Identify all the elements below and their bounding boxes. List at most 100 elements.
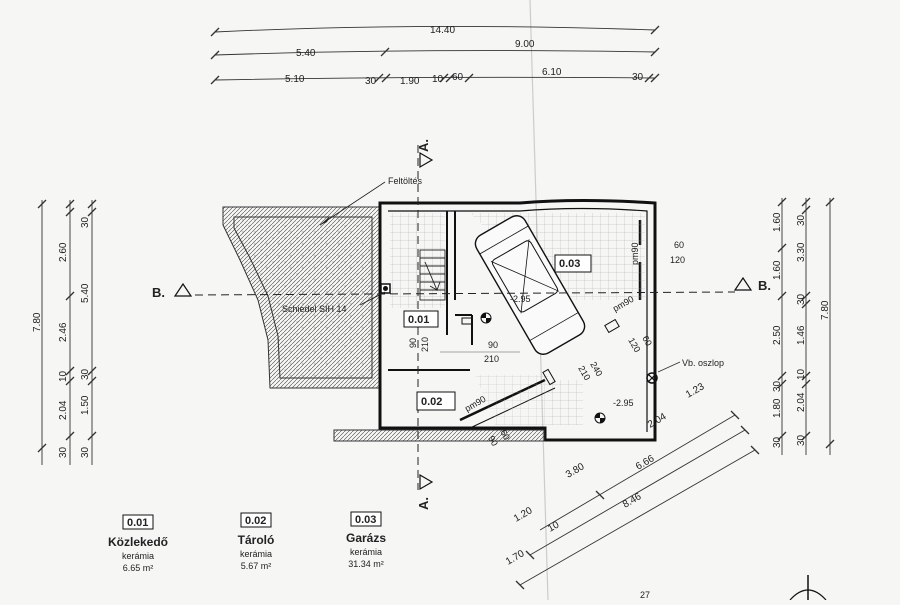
dim-left-7-80: 7.80	[32, 312, 43, 332]
left-dimension-text: 7.80 2.60 2.46 10 2.04 30 30 5.40 30 1.5…	[32, 216, 91, 458]
fill-label: Feltöltés	[388, 176, 423, 186]
level-markers	[480, 312, 606, 424]
car-symbol	[474, 215, 586, 355]
chimney-label: Schiedel SIH 14	[282, 304, 347, 314]
dim-right-2-50: 2.50	[772, 325, 783, 345]
dim-right-30e: 30	[796, 434, 807, 446]
dim-diag-2-04: 2.04	[646, 411, 669, 430]
legend-item-002: 0.02 Tároló kerámia 5.67 m²	[238, 512, 275, 571]
inner-dim-60b: 60	[674, 240, 684, 250]
level-label-2: -2.95	[613, 398, 634, 408]
dim-left-30c: 30	[80, 368, 91, 380]
legend-material-002: kerámia	[240, 549, 272, 559]
inner-dim-60: 60	[640, 334, 654, 348]
legend-name-003: Garázs	[346, 531, 386, 545]
inner-dim-210b: 210	[484, 354, 499, 364]
column-symbol	[646, 361, 681, 384]
dim-diag-1-70: 1.70	[504, 548, 527, 567]
legend-id-001: 0.01	[127, 517, 148, 529]
dim-left-1-50: 1.50	[80, 395, 91, 415]
inner-dim-120b: 120	[670, 255, 685, 265]
fill-area	[222, 206, 381, 389]
dim-right-30a: 30	[772, 380, 783, 392]
column-label: Vb. oszlop	[682, 358, 724, 368]
dim-diag-3-80: 3.80	[564, 461, 587, 480]
legend-area-003: 31.34 m²	[348, 559, 384, 569]
dim-right-30d: 30	[796, 293, 807, 305]
section-a-top-label: A.	[416, 139, 431, 152]
dim-6-10: 6.10	[542, 67, 562, 78]
chimney-leader	[359, 291, 386, 306]
section-b-left-label: B.	[152, 285, 165, 300]
dim-right-7-80: 7.80	[820, 300, 831, 320]
dim-5-10: 5.10	[285, 74, 305, 85]
legend-item-003: 0.03 Garázs kerámia 31.34 m²	[346, 511, 386, 569]
dim-diag-10: 10	[546, 519, 562, 534]
dim-right-1-60b: 1.60	[772, 260, 783, 280]
inner-dim-60c: 60	[498, 428, 512, 442]
fill-leader-arrow	[320, 216, 330, 225]
legend-id-003: 0.03	[355, 514, 376, 526]
inner-dim-120: 120	[626, 336, 642, 354]
inner-pm90-c: pm90	[463, 394, 487, 414]
dim-diag-1-23: 1.23	[684, 381, 707, 400]
left-dimension-lines	[37, 199, 97, 465]
dim-right-3-30: 3.30	[796, 242, 807, 262]
room-id-001: 0.01	[408, 314, 429, 326]
legend-name-001: Közlekedő	[108, 535, 168, 549]
inner-dim-90c: 90	[486, 434, 500, 448]
diagonal-dimension-lines	[515, 410, 760, 590]
dim-1-90: 1.90	[400, 76, 420, 87]
dim-left-2-46: 2.46	[58, 322, 69, 342]
door-symbols	[461, 317, 620, 386]
inner-dim-90b: 90	[488, 340, 498, 350]
room-id-003: 0.03	[559, 258, 580, 270]
dim-diag-1-20: 1.20	[512, 505, 535, 524]
legend-material-001: kerámia	[122, 551, 154, 561]
dim-right-30b: 30	[772, 436, 783, 448]
inner-dim-210a: 210	[420, 337, 430, 352]
dim-right-10: 10	[796, 368, 807, 380]
dim-right-1-80: 1.80	[772, 398, 783, 418]
fill-leader	[319, 181, 386, 226]
dim-left-30a: 30	[58, 446, 69, 458]
dim-left-2-04: 2.04	[58, 400, 69, 420]
chimney-flue	[383, 286, 388, 291]
right-dimension-lines	[777, 197, 835, 455]
dim-diag-8-46: 8.46	[621, 491, 644, 510]
legend-material-003: kerámia	[350, 547, 382, 557]
room-id-box-001: 0.01	[403, 310, 439, 328]
dim-30b: 30	[632, 72, 644, 83]
dim-left-5-40: 5.40	[80, 283, 91, 303]
dim-10: 10	[432, 74, 444, 85]
top-dimension-lines	[210, 25, 660, 85]
dim-left-2-60: 2.60	[58, 242, 69, 262]
legend-area-001: 6.65 m²	[123, 563, 154, 573]
room-legend: 0.01 Közlekedő kerámia 6.65 m² 0.02 Táro…	[108, 511, 386, 573]
dim-right-30c: 30	[796, 214, 807, 226]
dim-5-40: 5.40	[296, 48, 316, 59]
right-dimension-text: 1.60 1.60 2.50 30 1.80 30 30 3.30 30 1.4…	[772, 212, 831, 448]
north-arrow-fragment	[789, 575, 827, 601]
section-line-b	[173, 276, 753, 297]
dim-diag-6-66: 6.66	[634, 453, 657, 472]
legend-name-002: Tároló	[238, 533, 275, 547]
dim-left-30d: 30	[80, 446, 91, 458]
room-id-box-002: 0.02	[416, 391, 456, 411]
dim-14-40: 14.40	[430, 25, 455, 36]
top-dimension-text: 14.40 5.40 9.00 5.10 30 1.90 10 60 6.10 …	[285, 25, 644, 87]
dim-right-2-04: 2.04	[796, 392, 807, 412]
dim-30a: 30	[365, 76, 377, 87]
section-a-bottom-label: A.	[416, 497, 431, 510]
stairs	[419, 249, 446, 301]
dim-right-1-46: 1.46	[796, 325, 807, 345]
room-id-002: 0.02	[421, 396, 442, 408]
inner-dim-90a: 90	[408, 338, 418, 348]
dim-9-00: 9.00	[515, 39, 535, 50]
section-b-right-label: B.	[758, 278, 771, 293]
inner-pm90-b: pm90	[630, 242, 640, 265]
room-id-box-003: 0.03	[554, 254, 592, 273]
dim-left-10: 10	[58, 370, 69, 382]
